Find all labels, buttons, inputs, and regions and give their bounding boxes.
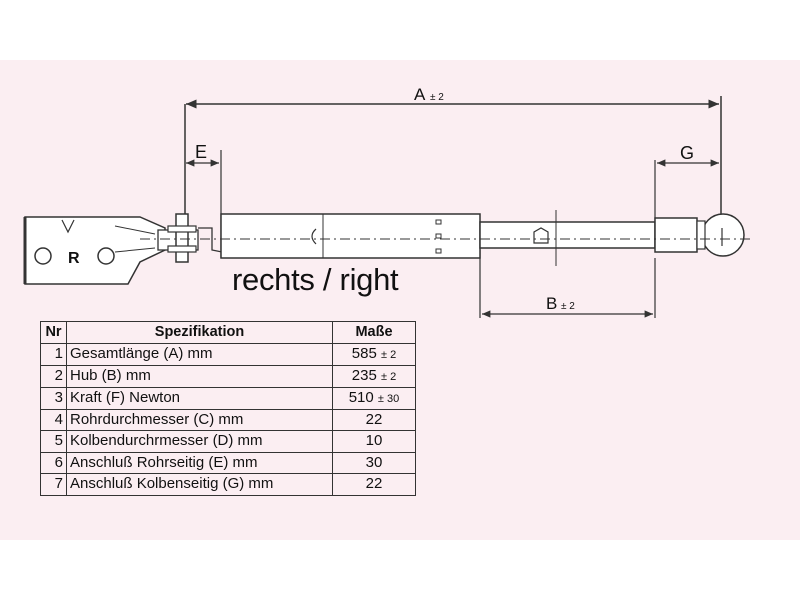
dimension-g-label: G <box>680 143 694 163</box>
row-value: 10 <box>332 430 416 453</box>
row-spec: Gesamtlänge (A) mm <box>66 342 333 366</box>
dimension-b-tolerance: ± 2 <box>561 301 575 312</box>
row-spec: Anschluß Rohrseitig (E) mm <box>66 451 333 474</box>
row-value: 235 ± 2 <box>332 364 416 388</box>
row-value-tolerance: ± 30 <box>377 392 400 405</box>
row-spec: Anschluß Kolbenseitig (G) mm <box>66 473 333 496</box>
row-nr: 7 <box>40 473 67 496</box>
row-value: 22 <box>332 408 416 431</box>
dimension-b-label: B <box>546 294 557 313</box>
piston-rod <box>479 210 656 266</box>
table-row: 6 Anschluß Rohrseitig (E) mm 30 <box>40 451 416 474</box>
row-nr: 2 <box>40 364 67 388</box>
row-spec: Kolbendurchrmesser (D) mm <box>66 430 333 453</box>
row-value: 22 <box>332 473 416 496</box>
mounting-bracket: R <box>23 216 166 285</box>
tube-joint <box>157 213 223 263</box>
dimension-a-tolerance: ± 2 <box>430 92 444 103</box>
row-value: 30 <box>332 451 416 474</box>
row-value-number: 510 <box>348 388 374 406</box>
table-header-row: Nr Spezifikation Maße <box>40 321 416 344</box>
table-row: 3 Kraft (F) Newton 510 ± 30 <box>40 386 416 410</box>
rod-end-fitting <box>654 213 745 257</box>
side-caption: rechts / right <box>232 262 399 297</box>
table-row: 1 Gesamtlänge (A) mm 585 ± 2 <box>40 342 416 366</box>
row-value: 510 ± 30 <box>332 386 416 410</box>
dimension-e-label: E <box>195 142 207 162</box>
row-value-tolerance: ± 2 <box>380 348 397 361</box>
dimension-b: B ± 2 <box>479 250 656 318</box>
header-value: Maße <box>332 321 416 344</box>
row-nr: 1 <box>40 342 67 366</box>
specification-table: Nr Spezifikation Maße 1 Gesamtlänge (A) … <box>40 321 416 496</box>
row-value-number: 235 <box>351 366 377 384</box>
cylinder-tube <box>220 213 481 259</box>
row-nr: 3 <box>40 386 67 410</box>
row-spec: Rohrdurchmesser (C) mm <box>66 408 333 431</box>
row-nr: 4 <box>40 408 67 431</box>
bracket-letter: R <box>68 250 80 267</box>
row-value: 585 ± 2 <box>332 342 416 366</box>
row-nr: 6 <box>40 451 67 474</box>
table-row: 2 Hub (B) mm 235 ± 2 <box>40 364 416 388</box>
gas-spring-drawing: A ± 2 E G B ± 2 R <box>23 85 750 318</box>
table-row: 5 Kolbendurchrmesser (D) mm 10 <box>40 430 416 453</box>
row-value-tolerance: ± 2 <box>380 370 397 383</box>
row-spec: Kraft (F) Newton <box>66 386 333 410</box>
table-row: 4 Rohrdurchmesser (C) mm 22 <box>40 408 416 431</box>
row-nr: 5 <box>40 430 67 453</box>
row-value-number: 585 <box>351 344 377 362</box>
dimension-a: A ± 2 <box>184 85 722 232</box>
header-spec: Spezifikation <box>66 321 333 344</box>
table-row: 7 Anschluß Kolbenseitig (G) mm 22 <box>40 473 416 496</box>
header-nr: Nr <box>40 321 67 344</box>
row-spec: Hub (B) mm <box>66 364 333 388</box>
dimension-g: G <box>654 143 719 222</box>
dimension-a-label: A <box>414 85 426 104</box>
